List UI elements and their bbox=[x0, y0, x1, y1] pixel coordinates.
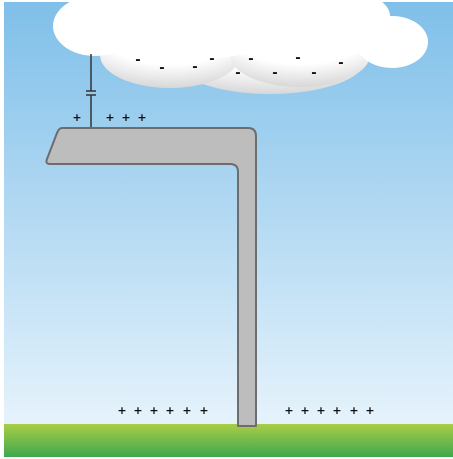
ground-charge: + bbox=[149, 404, 158, 417]
ground-charge: + bbox=[316, 404, 325, 417]
ground bbox=[4, 424, 453, 457]
storm-cloud bbox=[53, 0, 428, 94]
structure-charge: + bbox=[72, 111, 81, 124]
cloud-charge: - bbox=[311, 66, 316, 81]
ground-charge: + bbox=[165, 404, 174, 417]
cloud-charge: - bbox=[277, 49, 282, 64]
l-shaped-structure bbox=[45, 127, 257, 427]
ground-charge: + bbox=[182, 404, 191, 417]
cloud-charge: - bbox=[272, 66, 277, 81]
ground-charge: + bbox=[349, 404, 358, 417]
structure-charges: + + + + bbox=[72, 111, 146, 124]
cloud-charge: - bbox=[209, 52, 214, 67]
ground-charge: + bbox=[300, 404, 309, 417]
cloud-charge: - bbox=[248, 52, 253, 67]
structure-charge: + bbox=[137, 111, 146, 124]
ground-charge: + bbox=[117, 404, 126, 417]
ground-charge: + bbox=[199, 404, 208, 417]
cloud-charge: - bbox=[295, 51, 300, 66]
cloud-charge: - bbox=[135, 53, 140, 68]
cloud-charges: - - - - - - - - - - - bbox=[135, 49, 343, 81]
cloud-charge: - bbox=[192, 60, 197, 75]
structure-charge: + bbox=[121, 111, 130, 124]
capacitor-wire bbox=[86, 54, 96, 128]
ground-charges-left: + + + + + + bbox=[117, 404, 208, 417]
ground-charges-right: + + + + + + bbox=[284, 404, 374, 417]
ground-charge: + bbox=[133, 404, 142, 417]
ground-charge: + bbox=[365, 404, 374, 417]
structure-charge: + bbox=[105, 111, 114, 124]
cloud-charge: - bbox=[338, 56, 343, 71]
cloud-charge: - bbox=[159, 61, 164, 76]
ground-charge: + bbox=[332, 404, 341, 417]
ground-charge: + bbox=[284, 404, 293, 417]
cloud-charge: - bbox=[235, 66, 240, 81]
